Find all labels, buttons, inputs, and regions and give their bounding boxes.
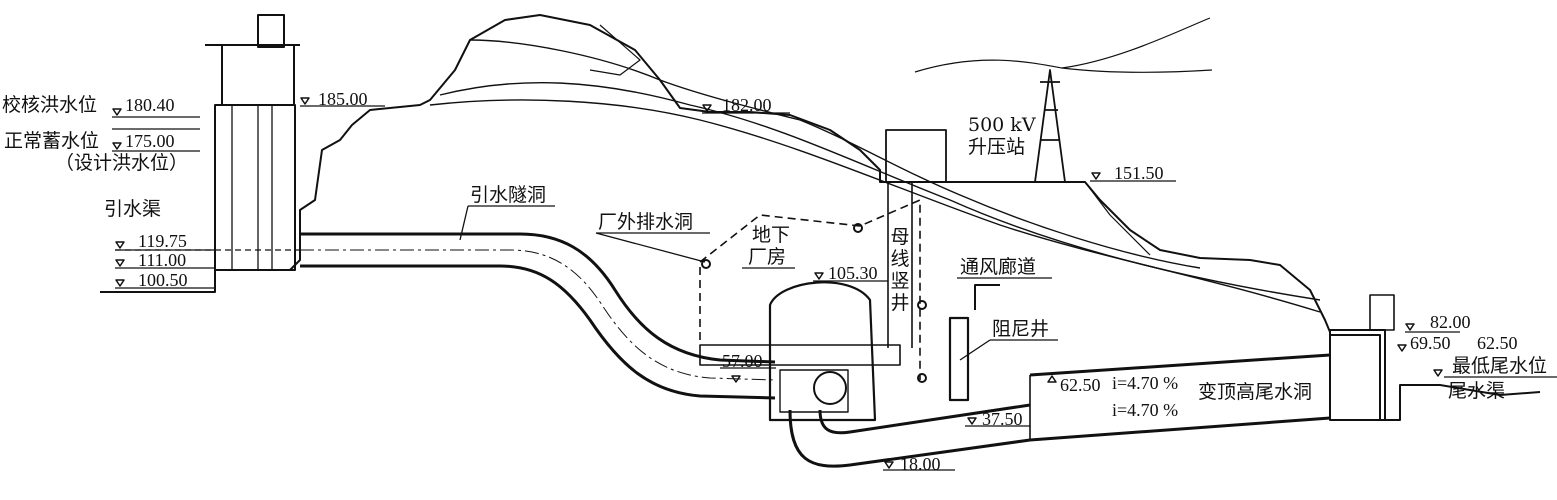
water-level-marker (115, 259, 125, 267)
water-level-marker (1397, 344, 1407, 352)
elevation-62-50-outlet: 62.50 (1477, 333, 1518, 353)
draft-tube (788, 409, 1031, 468)
outer-drainage-tunnel (699, 199, 921, 380)
headrace-tunnel-bottom (300, 264, 776, 400)
tailrace-tunnel-bottom (1029, 416, 1331, 442)
drainage-node (917, 373, 927, 383)
water-level-marker (112, 108, 122, 116)
turbine-unit (813, 371, 847, 405)
powerhouse-label-line1: 地下 (752, 224, 791, 246)
water-level-marker (1091, 172, 1101, 180)
water-level-marker (115, 241, 125, 249)
elevation-62-50-tailrace: 62.50 (1060, 375, 1101, 395)
strata-line (429, 99, 1321, 313)
transmission-line (1061, 67, 1213, 73)
intake-hoist-frame (221, 44, 295, 106)
strata-line (469, 39, 1201, 269)
design-flood-level-label: （设计洪水位） (55, 152, 189, 174)
elevation-175-00: 175.00 (125, 131, 175, 151)
variable-tailrace-tunnel-label: 变顶高尾水洞 (1198, 381, 1313, 403)
powerhouse-label-line2: 厂房 (748, 246, 787, 268)
transmission-line (914, 17, 1211, 73)
generator-floor (699, 344, 901, 366)
water-level-marker (1433, 369, 1443, 377)
outer-drainage-tunnel-label: 厂外排水洞 (598, 211, 694, 233)
tailrace-channel-label: 尾水渠 (1448, 380, 1506, 402)
elevation-119-75: 119.75 (138, 231, 187, 251)
check-flood-level-label: 校核洪水位 (2, 94, 98, 116)
tailrace-tunnel-top (1029, 353, 1331, 377)
substation-label-name: 升压站 (968, 136, 1026, 158)
substation-label-voltage: 500 kV (968, 114, 1036, 136)
tailrace-gate-hoist (1369, 294, 1395, 331)
tailrace-ground (1330, 334, 1541, 421)
intake-hoist-crane (257, 14, 285, 48)
ground-surface (100, 14, 1331, 333)
drainage-node (701, 259, 711, 269)
elevation-180-40: 180.40 (125, 95, 175, 115)
elevation-111-00: 111.00 (138, 250, 187, 270)
water-level-marker (112, 142, 122, 150)
slope-label-2: i=4.70 % (1112, 400, 1179, 420)
elevation-57-00: 57.00 (722, 351, 763, 371)
elevation-100-50: 100.50 (138, 270, 188, 290)
tailrace-gate-structure (1329, 329, 1386, 421)
water-level-marker (300, 97, 310, 105)
ventilation-gallery-label: 通风廊道 (960, 256, 1037, 278)
drainage-node (917, 300, 927, 310)
normal-pool-level-label: 正常蓄水位 (4, 130, 100, 152)
elevation-82-00: 82.00 (1430, 312, 1471, 332)
elevation-182-00: 182.00 (722, 95, 772, 115)
drainage-node (853, 223, 863, 233)
elevation-37-50: 37.50 (982, 409, 1023, 429)
headrace-tunnel-top (300, 232, 776, 364)
damping-shaft-label: 阻尼井 (992, 318, 1050, 340)
slope-label-1: i=4.70 % (1112, 373, 1179, 393)
ventilation-shaft (948, 316, 970, 402)
headrace-tunnel-axis (300, 249, 776, 381)
water-level-marker (702, 104, 712, 112)
elevation-69-50: 69.50 (1410, 333, 1451, 353)
intake-channel-label: 引水渠 (104, 198, 162, 220)
strata-line (589, 24, 641, 76)
elevation-18-00: 18.00 (900, 454, 941, 474)
substation-building (885, 129, 947, 183)
water-level-marker (1047, 375, 1057, 383)
draft-tube-inner (818, 403, 1031, 435)
ventilation-gallery (974, 284, 1000, 310)
headrace-tunnel-label: 引水隧洞 (470, 184, 547, 206)
busbar-shaft-label: 母线竖井 (890, 226, 910, 314)
water-level-marker (115, 279, 125, 287)
min-tail-water-level-label: 最低尾水位 (1452, 355, 1548, 377)
powerhouse-cavern (768, 281, 877, 422)
water-level-marker (967, 417, 977, 425)
strata-line (439, 81, 1321, 301)
transmission-tower (1034, 69, 1066, 183)
water-level-marker (814, 272, 824, 280)
water-level-marker (731, 375, 741, 383)
intake-tower (214, 104, 296, 271)
strata-line (1084, 181, 1151, 256)
elevation-185-00: 185.00 (318, 89, 368, 109)
turbine-pit (779, 369, 849, 413)
elevation-105-30: 105.30 (828, 263, 878, 283)
water-level-marker (1405, 323, 1415, 331)
water-level-marker (884, 461, 894, 469)
elevation-151-50: 151.50 (1114, 163, 1164, 183)
